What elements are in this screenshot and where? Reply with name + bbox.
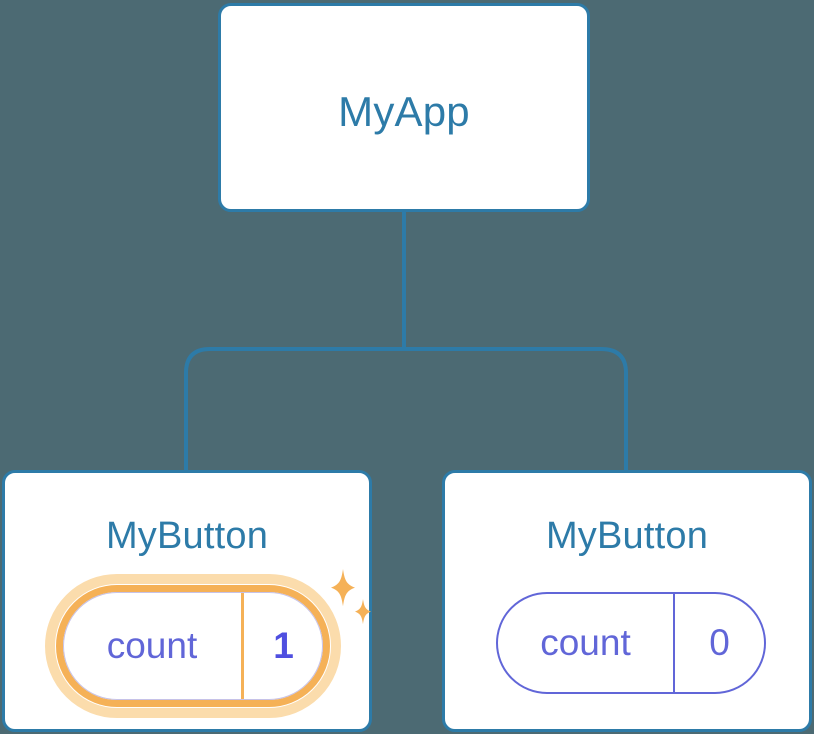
connector-to-right-child (404, 347, 628, 471)
node-mybutton-right-title: MyButton (545, 515, 709, 557)
connector-to-left-child (184, 347, 404, 471)
state-pill-left[interactable]: count 1 (56, 585, 330, 707)
node-myapp-title: MyApp (338, 88, 470, 135)
node-mybutton-right[interactable]: MyButton count 0 (442, 470, 812, 732)
node-mybutton-left-title: MyButton (105, 515, 269, 557)
state-pill-left-wrapper: count 1 (45, 574, 341, 718)
state-pill-left-key: count (106, 625, 198, 666)
state-pill-right-value: 0 (709, 622, 730, 663)
node-myapp[interactable]: MyApp (218, 3, 590, 212)
state-pill-left-glow (45, 574, 341, 718)
state-pill-right-divider (673, 594, 675, 692)
state-pill-right-key: count (540, 622, 631, 663)
state-pill-left-value: 1 (273, 625, 294, 666)
node-mybutton-left[interactable]: MyButton count 1 (2, 470, 372, 732)
state-pill-right[interactable]: count 0 (496, 592, 766, 694)
sparkle-small-icon (355, 599, 371, 625)
state-pill-left-divider (241, 592, 244, 700)
